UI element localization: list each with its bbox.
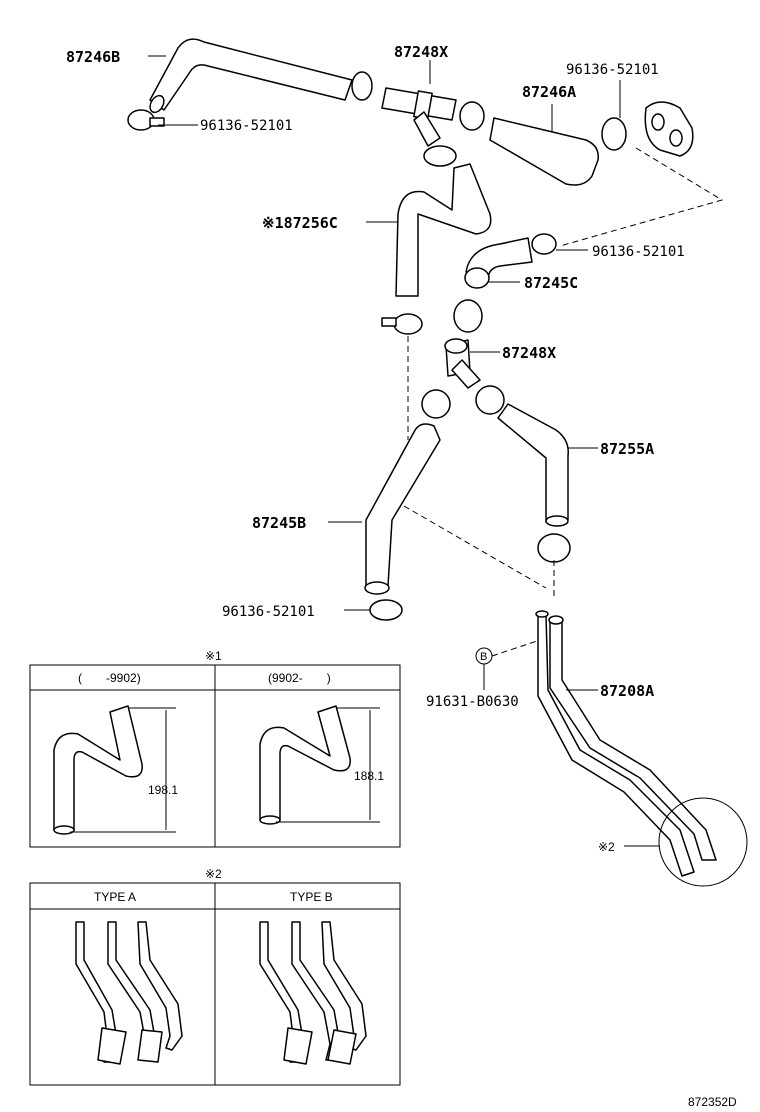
callout-b-circle — [475, 647, 493, 665]
joint-87248x-top[interactable] — [351, 71, 485, 167]
label-96136-left: 96136-52101 — [200, 118, 293, 134]
label-96136-mid: 96136-52101 — [592, 244, 685, 260]
hose-87256c[interactable] — [395, 163, 492, 297]
label-87248x-top: 87248X — [394, 43, 448, 61]
label-91631: 91631-B0630 — [426, 694, 519, 710]
heater-plate — [644, 101, 694, 157]
hose-87245b[interactable] — [364, 423, 441, 595]
detail-box-1: ※1 ( -9902) (9902- ) 198.1 188.1 — [29, 649, 401, 848]
detail-box-2: ※2 TYPE A TYPE B — [29, 867, 401, 1086]
label-87208a: 87208A — [600, 682, 654, 700]
label-87246a: 87246A — [522, 83, 576, 101]
label-87255a: 87255A — [600, 440, 654, 458]
hose-clamp[interactable] — [127, 109, 165, 131]
note2-marker: ※2 — [598, 840, 615, 854]
box2-col2-header: TYPE B — [290, 890, 333, 904]
label-87246b: 87246B — [66, 48, 120, 66]
hose-87255a[interactable] — [497, 403, 569, 527]
label-96136-bottom: 96136-52101 — [222, 604, 315, 620]
box2-marker: ※2 — [205, 867, 222, 881]
label-87245b: 87245B — [252, 514, 306, 532]
label-96136-top-right: 96136-52101 — [566, 62, 659, 78]
label-87248x-mid: 87248X — [502, 344, 556, 362]
hose-87245c[interactable] — [464, 233, 557, 289]
hose-clamp[interactable] — [421, 389, 451, 419]
box1-dim2: 188.1 — [354, 769, 384, 783]
figure-code: 872352D — [688, 1095, 737, 1109]
hose-clamp[interactable] — [381, 313, 423, 335]
detail-circle — [658, 797, 748, 887]
hose-clamp[interactable] — [475, 385, 505, 415]
hose-clamp[interactable] — [537, 533, 571, 563]
box1-marker: ※1 — [205, 649, 222, 663]
hose-87246b[interactable] — [147, 38, 353, 115]
hose-clamp[interactable] — [369, 599, 403, 621]
box1-col1-header: ( -9902) — [78, 671, 141, 685]
box2-col1-header: TYPE A — [94, 890, 136, 904]
box1-dim1: 198.1 — [148, 783, 178, 797]
hose-87246a[interactable] — [489, 117, 627, 186]
callout-b: B — [480, 651, 487, 663]
label-87245c: 87245C — [524, 274, 578, 292]
pipe-87208a[interactable] — [535, 610, 717, 877]
label-87256c: ※187256C — [262, 214, 338, 232]
hose-clamp[interactable] — [453, 299, 483, 333]
joint-87248x-mid[interactable] — [444, 338, 481, 389]
box1-col2-header: (9902- ) — [268, 671, 331, 685]
